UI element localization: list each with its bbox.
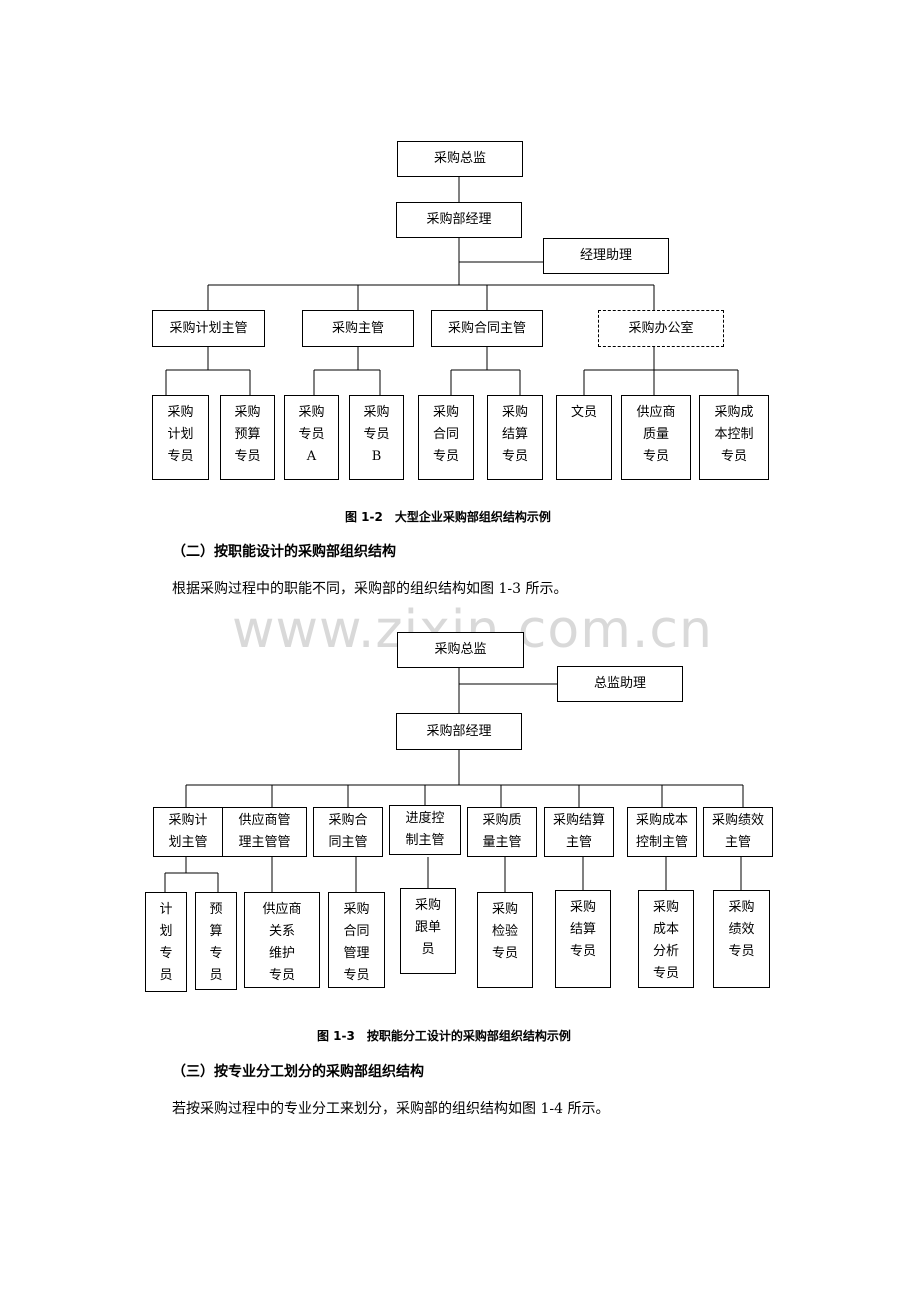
- section3-paragraph: 若按采购过程中的专业分工来划分，采购部的组织结构如图 1-4 所示。: [172, 1101, 610, 1117]
- section2-heading: （二）按职能设计的采购部组织结构: [172, 544, 396, 560]
- fig3-plan-manager-box: 采购计 划主管: [153, 807, 223, 857]
- fig2-director-box: 采购总监: [397, 141, 523, 177]
- fig3-supplier-specialist-box: 供应商 关系 维护 专员: [244, 892, 320, 988]
- fig3-cost-analysis-specialist-box: 采购 成本 分析 专员: [638, 890, 694, 988]
- fig2-contract-box: 采购合同主管: [431, 310, 543, 347]
- fig3-performance-manager-box: 采购绩效 主管: [703, 807, 773, 857]
- fig2-plan-specialist-box: 采购 计划 专员: [152, 395, 209, 480]
- fig3-supplier-manager-box: 供应商管 理主管管: [222, 807, 307, 857]
- fig2-contract-specialist-box: 采购 合同 专员: [418, 395, 474, 480]
- fig2-specialist-a-box: 采购 专员 A: [284, 395, 339, 480]
- fig2-office-box: 采购办公室: [598, 310, 724, 347]
- fig3-director-box: 采购总监: [397, 632, 524, 668]
- fig3-manager-box: 采购部经理: [396, 713, 522, 750]
- fig2-cost-control-box: 采购成 本控制 专员: [699, 395, 769, 480]
- fig3-cost-manager-box: 采购成本 控制主管: [627, 807, 697, 857]
- fig3-plan-specialist-box: 计 划 专 员: [145, 892, 187, 992]
- fig2-specialist-b-box: 采购 专员 B: [349, 395, 404, 480]
- fig2-assistant-box: 经理助理: [543, 238, 669, 274]
- fig2-settlement-specialist-box: 采购 结算 专员: [487, 395, 543, 480]
- fig3-quality-manager-box: 采购质 量主管: [467, 807, 537, 857]
- fig3-inspection-specialist-box: 采购 检验 专员: [477, 892, 533, 988]
- fig3-settlement-manager-box: 采购结算 主管: [544, 807, 614, 857]
- fig3-progress-manager-box: 进度控 制主管: [389, 805, 461, 855]
- fig2-clerk-box: 文员: [556, 395, 612, 480]
- fig2-supplier-quality-box: 供应商 质量 专员: [621, 395, 691, 480]
- fig3-caption: 图 1-3 按职能分工设计的采购部组织结构示例: [317, 1029, 571, 1043]
- fig2-manager-box: 采购部经理: [396, 202, 522, 238]
- fig3-budget-specialist-box: 预 算 专 员: [195, 892, 237, 990]
- fig2-caption: 图 1-2 大型企业采购部组织结构示例: [345, 510, 551, 524]
- fig3-contract-specialist-box: 采购 合同 管理 专员: [328, 892, 385, 988]
- fig3-assistant-box: 总监助理: [557, 666, 683, 702]
- fig2-planning-box: 采购计划主管: [152, 310, 265, 347]
- fig3-performance-specialist-box: 采购 绩效 专员: [713, 890, 770, 988]
- section3-heading: （三）按专业分工划分的采购部组织结构: [172, 1064, 424, 1080]
- fig3-settlement-specialist-box: 采购 结算 专员: [555, 890, 611, 988]
- section2-paragraph: 根据采购过程中的职能不同，采购部的组织结构如图 1-3 所示。: [172, 581, 568, 597]
- fig2-purchasing-box: 采购主管: [302, 310, 414, 347]
- fig3-follow-up-specialist-box: 采购 跟单 员: [400, 888, 456, 974]
- fig2-budget-specialist-box: 采购 预算 专员: [220, 395, 275, 480]
- fig3-contract-manager-box: 采购合 同主管: [313, 807, 383, 857]
